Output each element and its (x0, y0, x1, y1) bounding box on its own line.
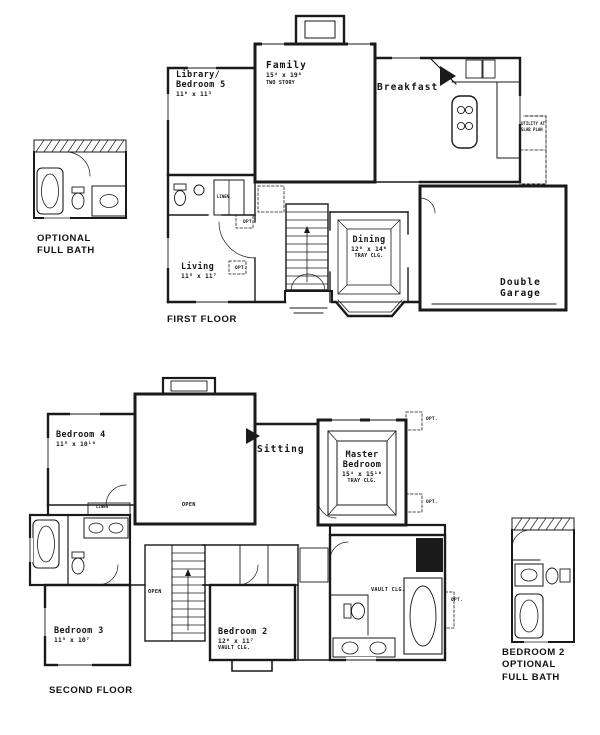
sf-left-bath-fixtures (32, 514, 129, 586)
room-note: UTILITY AT SLAB PLAN (521, 121, 546, 132)
title-line: FIRST FLOOR (167, 314, 237, 325)
sf-interior-walls (87, 411, 455, 661)
label-linen-ff: LINEN (217, 194, 230, 200)
room-name-line: Bedroom 3 (54, 626, 104, 636)
room-name-line: Sitting (257, 444, 305, 455)
sf-master-bath-fixtures (329, 538, 443, 658)
room-name-line: Dining (352, 235, 386, 245)
sf-windows (27, 411, 397, 668)
ff-windows (165, 41, 523, 305)
open-text: OPEN (182, 502, 196, 508)
room-dims: 15⁴ x 19⁸ (266, 72, 302, 80)
vault-text: VAULT CLG. (371, 587, 406, 593)
label-bedroom4: Bedroom 4 11⁵ x 10¹⁰ (56, 430, 106, 448)
room-dims: 15⁴ x 15¹⁰ (342, 471, 382, 479)
label-family: Family 15⁴ x 19⁸ TWO STORY (266, 60, 307, 87)
label-master: Master Bedroom 15⁴ x 15¹⁰ TRAY CLG. (339, 450, 385, 485)
linen-text: LINEN (96, 504, 109, 509)
ff-interior-walls (167, 174, 436, 313)
label-living: Living 11⁵ x 11⁷ (181, 262, 217, 280)
room-dims: 11⁵ x 10¹⁰ (56, 441, 96, 449)
label-opt-sf-1: OPT. (426, 417, 438, 422)
opt-text: OPT. (235, 266, 247, 271)
room-name-line: Living (181, 262, 215, 272)
room-dims: 12⁰ x 11⁷ (218, 638, 254, 646)
label-opt-ff-1: OPT. (243, 220, 255, 225)
title-line: OPTIONAL (37, 233, 91, 244)
ff-optional-bath-plan (33, 139, 127, 221)
label-garage: Double Garage (500, 277, 541, 299)
room-dims: 11⁸ x 11³ (176, 91, 212, 99)
label-opt-sf-2: OPT. (426, 500, 438, 505)
open-text: OPEN (148, 589, 162, 595)
title-line: OPTIONAL (502, 659, 556, 671)
label-breakfast: Breakfast (377, 82, 438, 93)
label-first-floor-title: FIRST FLOOR (167, 314, 237, 326)
label-vault-clg: VAULT CLG. (371, 587, 405, 593)
room-note: TWO STORY (266, 79, 295, 86)
opt-text: OPT. (426, 500, 438, 505)
label-bedroom3: Bedroom 3 11⁵ x 10⁷ (54, 626, 104, 644)
label-optional-bath-title: OPTIONAL FULL BATH (37, 233, 95, 258)
room-note: VAULT CLG. (218, 645, 251, 652)
room-name-line: Garage (500, 288, 541, 300)
room-name-line: Family (266, 60, 307, 71)
sf-stairs (144, 544, 206, 642)
room-name-line: Bedroom 4 (56, 430, 106, 440)
title-line: BEDROOM 2 (502, 647, 565, 658)
opt-text: OPT. (426, 417, 438, 422)
title-line: FULL BATH (502, 671, 560, 683)
room-name-line: Double (500, 277, 541, 288)
room-name-line: Breakfast (377, 82, 439, 93)
label-sitting: Sitting (257, 444, 305, 455)
linen-text: LINEN (217, 194, 230, 199)
room-name-line: Bedroom 2 (218, 627, 268, 637)
title-line: SECOND FLOOR (49, 685, 133, 696)
room-name-line: Bedroom (342, 460, 382, 471)
room-name-line: Library/ (176, 70, 221, 80)
label-open-stairs: OPEN (148, 589, 162, 595)
ff-stairs (285, 203, 329, 291)
room-dims: 11⁵ x 10⁷ (54, 637, 90, 645)
room-dims: 12⁰ x 14⁰ (351, 246, 387, 254)
label-dining: Dining 12⁰ x 14⁰ TRAY CLG. (340, 235, 398, 260)
room-note: TRAY CLG. (347, 478, 377, 485)
sf-key-arrow (246, 428, 260, 444)
ff-kitchen (429, 57, 547, 185)
label-linen-sf: LINEN (96, 504, 109, 510)
label-second-floor-title: SECOND FLOOR (49, 685, 133, 697)
title-line: FULL BATH (37, 245, 95, 257)
ff-exterior-walls (166, 14, 568, 318)
label-optional-bath2-title: BEDROOM 2 OPTIONAL FULL BATH (502, 647, 565, 684)
room-name-line: Master (345, 450, 379, 460)
opt-text: OPT. (243, 220, 255, 225)
label-open-family: OPEN (182, 502, 196, 508)
room-note: TRAY CLG. (354, 253, 384, 260)
label-bedroom2: Bedroom 2 12⁰ x 11⁷ VAULT CLG. (218, 627, 268, 652)
room-name-line: Bedroom 5 (176, 80, 226, 91)
opt-text: OPT. (451, 598, 463, 603)
sf-optional-bath2-plan (511, 517, 575, 645)
ff-key-arrow (440, 66, 456, 86)
label-utility: UTILITY AT SLAB PLAN (521, 121, 546, 133)
label-opt-sf-3: OPT. (451, 598, 463, 603)
label-opt-ff-2: OPT. (235, 266, 247, 271)
label-library: Library/ Bedroom 5 11⁸ x 11³ (176, 70, 226, 98)
room-dims: 11⁵ x 11⁷ (181, 273, 217, 281)
